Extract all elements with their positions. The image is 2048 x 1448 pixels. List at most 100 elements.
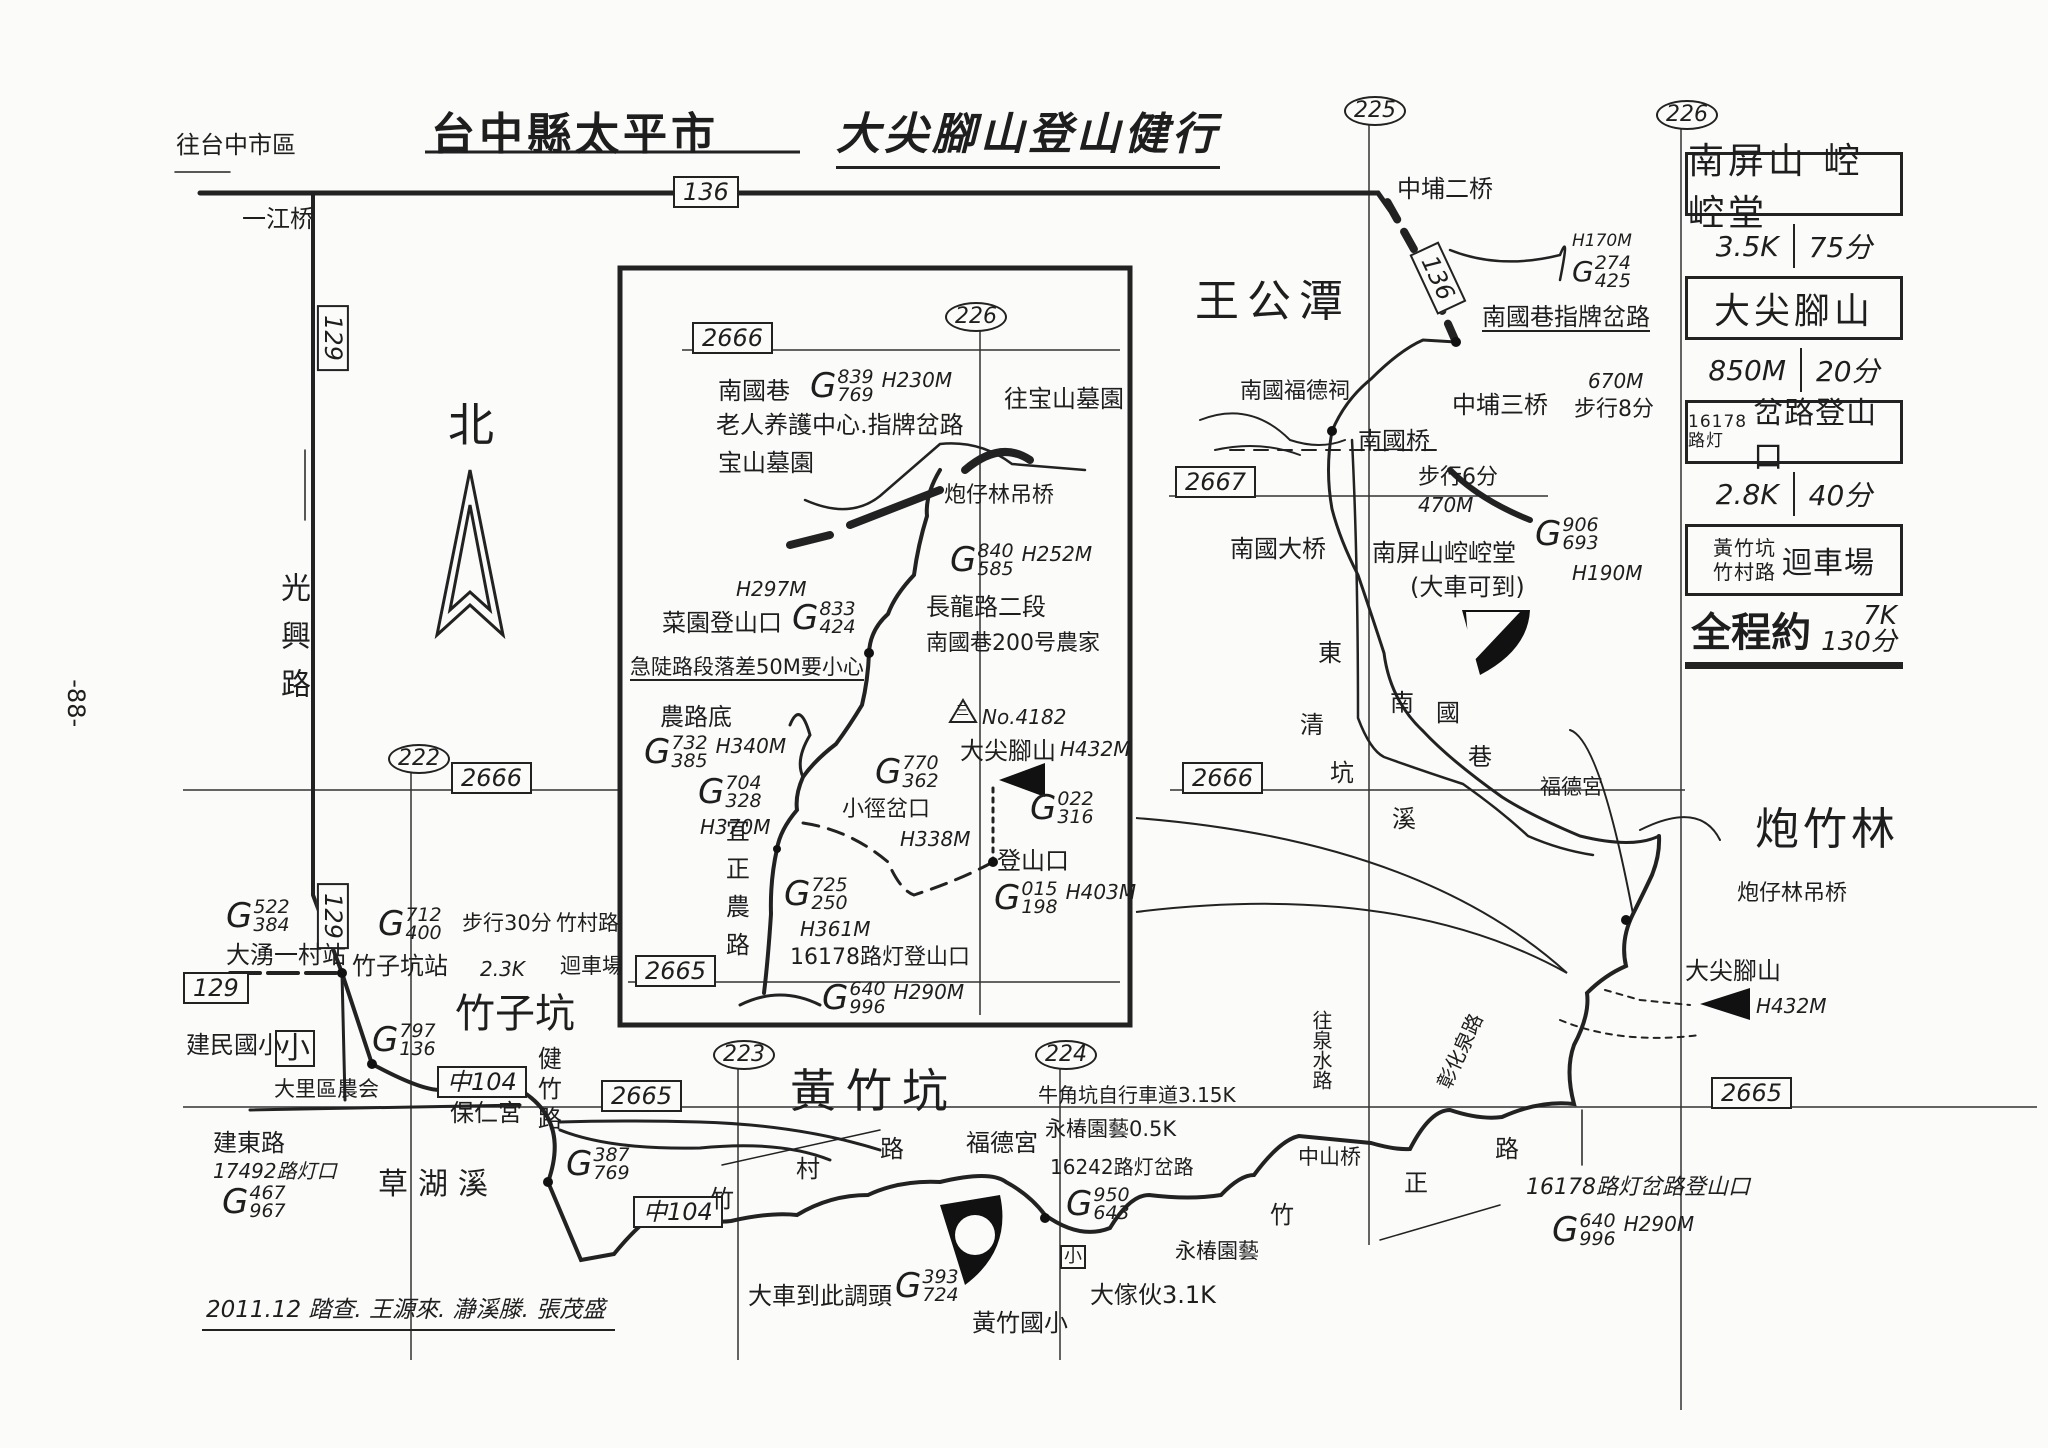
arrow-zhuzheng xyxy=(1379,1204,1501,1241)
grid-box-2666-right: 2666 xyxy=(1182,762,1264,794)
label-dajianjiao-summit: 大尖腳山 xyxy=(1685,957,1781,985)
label-turnaround: 迴車場 xyxy=(560,954,623,978)
waypoint-dots xyxy=(337,337,1631,1223)
summit-flag-icon xyxy=(1700,988,1750,1020)
road-marker-zhong104-b: 中104 xyxy=(633,1196,723,1228)
label-zhuzheng-zheng: 正 xyxy=(1404,1169,1428,1197)
label-dali-farmers: 大里區農会 xyxy=(274,1077,379,1101)
label-jianzhu-road: 健竹路 xyxy=(533,1046,562,1136)
summit-loop xyxy=(1559,989,1701,1039)
label-zhucun-cun: 村 xyxy=(796,1155,820,1183)
inset-label-summit-h: H432M xyxy=(1060,737,1131,761)
main-trail-route xyxy=(340,834,1662,1263)
inset-label-farm-200: 南國巷200号農家 xyxy=(926,631,1100,656)
label-h190: H190M xyxy=(1572,561,1643,585)
jiandong-road xyxy=(248,971,522,1112)
grid-circle-223: 223 xyxy=(713,1040,775,1070)
grid-box-2665: 2665 xyxy=(601,1080,683,1112)
label-670m: 670M xyxy=(1588,369,1644,393)
label-zhucun-lu: 路 xyxy=(880,1135,904,1163)
caohu-creek xyxy=(558,1119,882,1162)
label-walk-6: 步行6分 xyxy=(1418,465,1498,490)
label-nanguo-xiang: 巷 xyxy=(1468,743,1492,771)
label-dongqing-dong: 東 xyxy=(1318,639,1342,667)
inset-label-caiyuan-trailhead: 菜園登山口 xyxy=(662,609,782,637)
inset-label-nanguo-lane: 南國巷 xyxy=(718,377,790,405)
inset-label-elder-center: 老人养護中心.指牌岔路 xyxy=(716,411,964,439)
inset-dashed-trail xyxy=(801,821,995,897)
inset-label-paozailin-bridge: 炮仔林吊桥 xyxy=(944,483,1055,508)
label-paozailin-bridge: 炮仔林吊桥 xyxy=(1737,881,1848,906)
label-distance-2-3k: 2.3K xyxy=(480,957,525,981)
label-walk-30: 步行30分 xyxy=(462,911,552,935)
triangulation-point-icon xyxy=(948,698,978,723)
label-guangxing-road: 光興路 xyxy=(275,572,310,716)
parking-symbol-icon-huangzhu xyxy=(940,1195,1003,1285)
inset-label-trailhead: 登山口 xyxy=(997,847,1069,875)
label-zhuzikeng-station: 竹子坑站 xyxy=(352,952,448,980)
dongqing-creek xyxy=(1350,438,1595,857)
grid-box-2665-right: 2665 xyxy=(1711,1077,1793,1109)
north-arrow-icon xyxy=(434,469,506,640)
label-yongchun-0-5k: 永椿園藝0.5K xyxy=(1045,1117,1177,1141)
label-nanguo-big-bridge: 南國大桥 xyxy=(1230,535,1326,563)
label-zhongshan-bridge: 中山桥 xyxy=(1298,1145,1361,1169)
label-niujiaokeng-bikeway: 牛角坑自行車道3.15K xyxy=(1038,1083,1236,1107)
label-h170: H170M xyxy=(1572,231,1632,251)
grid-circle-226: 226 xyxy=(1656,100,1718,130)
label-zhuzheng-zhu: 竹 xyxy=(1270,1201,1294,1229)
pointer-curve-top xyxy=(1135,817,1568,974)
school-icon: 小 xyxy=(275,1030,315,1067)
title-county: 台中縣太平市 xyxy=(431,109,719,160)
label-yijiang-bridge: 一江桥 xyxy=(242,205,314,233)
nanguo-thick xyxy=(1447,467,1533,523)
label-zhuzikeng: 竹子坑 xyxy=(455,991,575,1037)
grid-circle-225: 225 xyxy=(1344,96,1406,126)
inset-label-baoshan-cemetery: 宝山墓園 xyxy=(718,449,814,477)
inset-label-junction: 小徑岔口 xyxy=(842,797,931,822)
label-jiandong-road: 建東路 xyxy=(213,1129,285,1157)
label-fude-temple: 福德宮 xyxy=(966,1129,1038,1157)
inset-grid-box-2665: 2665 xyxy=(635,955,717,987)
pointer-curves xyxy=(1135,817,1568,974)
label-nanguo-nan: 南 xyxy=(1390,689,1414,717)
road-marker-zhong104: 中104 xyxy=(437,1066,527,1098)
grid-box-2667: 2667 xyxy=(1175,466,1257,498)
survey-credit: 2011.12 踏查. 王源來. 瀞溪滕. 張茂盛 xyxy=(202,1297,616,1332)
inset-label-to-baoshan: 往宝山墓園 xyxy=(1004,385,1124,413)
label-zhongpu-bridge-3: 中埔三桥 xyxy=(1452,391,1548,419)
pointer-curve-bottom xyxy=(1135,902,1568,974)
inset-grid-box-2666: 2666 xyxy=(692,322,774,354)
inset-label-h370: H370M xyxy=(700,815,771,839)
label-470m: 470M xyxy=(1418,493,1474,517)
inset-grid-circle-226: 226 xyxy=(945,302,1007,332)
label-dongqing-keng: 坑 xyxy=(1330,759,1354,787)
inset-main-trail xyxy=(762,468,942,995)
road-marker-129-lower: 129 xyxy=(316,883,349,949)
inset-label-h297: H297M xyxy=(736,577,807,601)
h170-trail xyxy=(1448,245,1567,282)
label-nanguo-guo: 國 xyxy=(1436,699,1460,727)
label-nanguo-fude-shrine: 南國福德祠 xyxy=(1240,379,1351,404)
inset-label-changlong-road: 長龍路二段 xyxy=(926,593,1046,621)
paozhulin-lines xyxy=(1569,729,1721,915)
label-bus-accessible: (大車可到) xyxy=(1410,573,1525,601)
inset-label-steep-warning: 急陡路段落差50M要小心 xyxy=(630,655,864,682)
